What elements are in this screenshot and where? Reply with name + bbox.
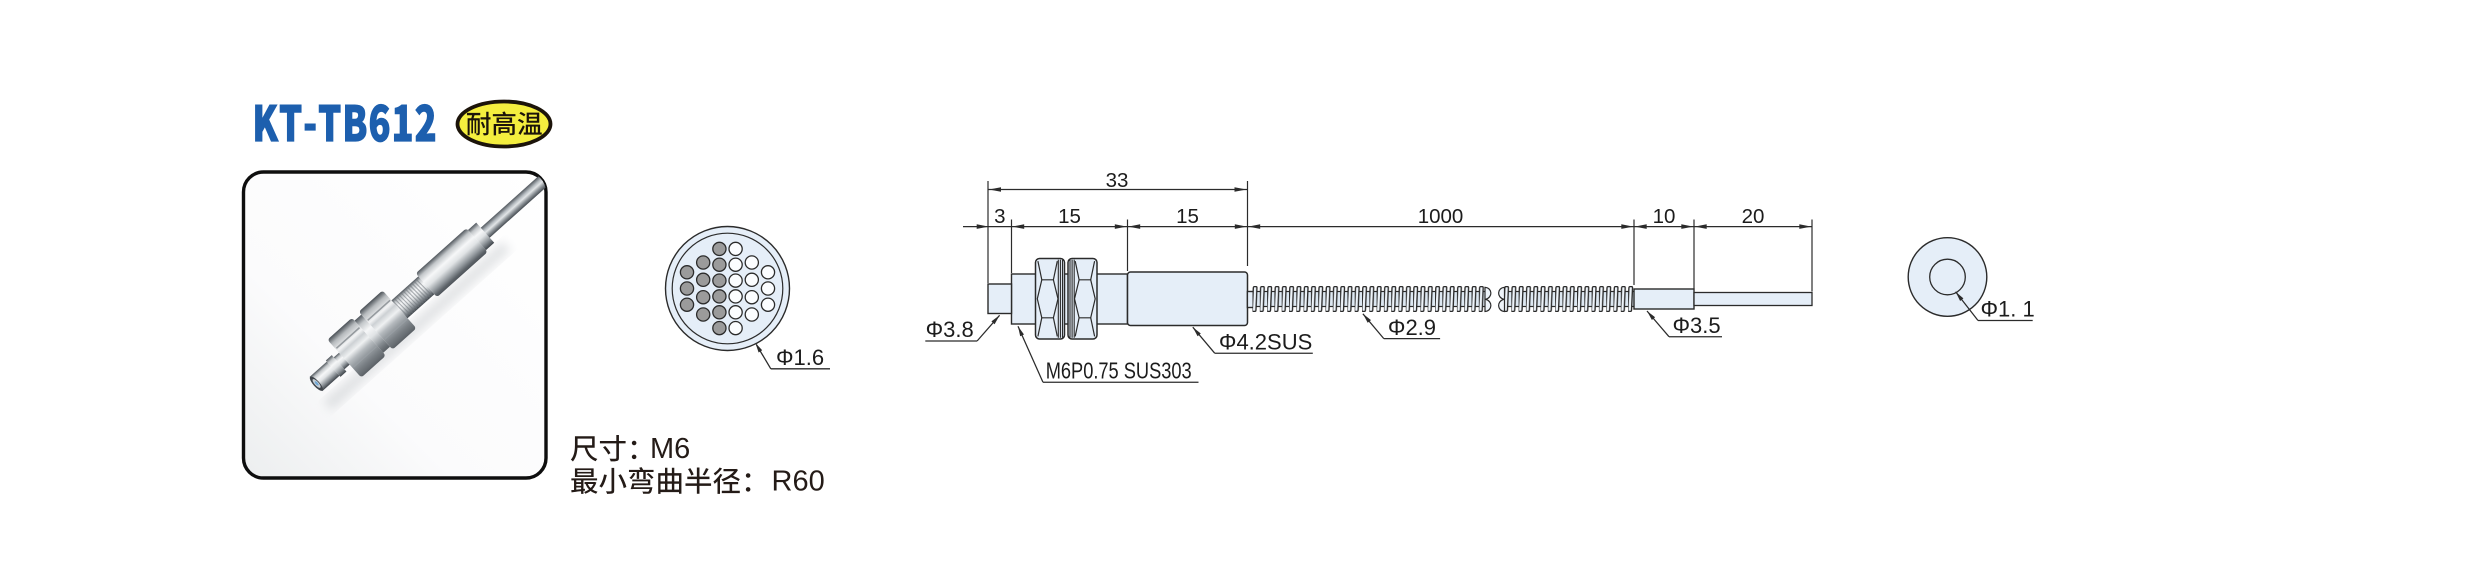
svg-text:Φ1.6: Φ1.6 <box>776 345 824 370</box>
svg-text:15: 15 <box>1058 205 1081 228</box>
svg-text:Φ2.9: Φ2.9 <box>1388 315 1436 340</box>
svg-text:Φ4.2SUS: Φ4.2SUS <box>1219 329 1312 354</box>
svg-text:1000: 1000 <box>1418 205 1464 228</box>
svg-text:20: 20 <box>1742 205 1765 228</box>
svg-text:R60: R60 <box>772 466 825 498</box>
svg-text:33: 33 <box>1106 169 1129 192</box>
svg-text:15: 15 <box>1176 205 1199 228</box>
svg-text:Φ3.8: Φ3.8 <box>926 317 974 342</box>
svg-text:Φ1. 1: Φ1. 1 <box>1981 297 2035 322</box>
svg-text:M6P0.75 SUS303: M6P0.75 SUS303 <box>1046 358 1192 384</box>
svg-text:M6: M6 <box>650 433 690 465</box>
svg-text:10: 10 <box>1653 205 1676 228</box>
svg-text:Φ3.5: Φ3.5 <box>1673 313 1721 338</box>
svg-text:3: 3 <box>994 205 1005 228</box>
